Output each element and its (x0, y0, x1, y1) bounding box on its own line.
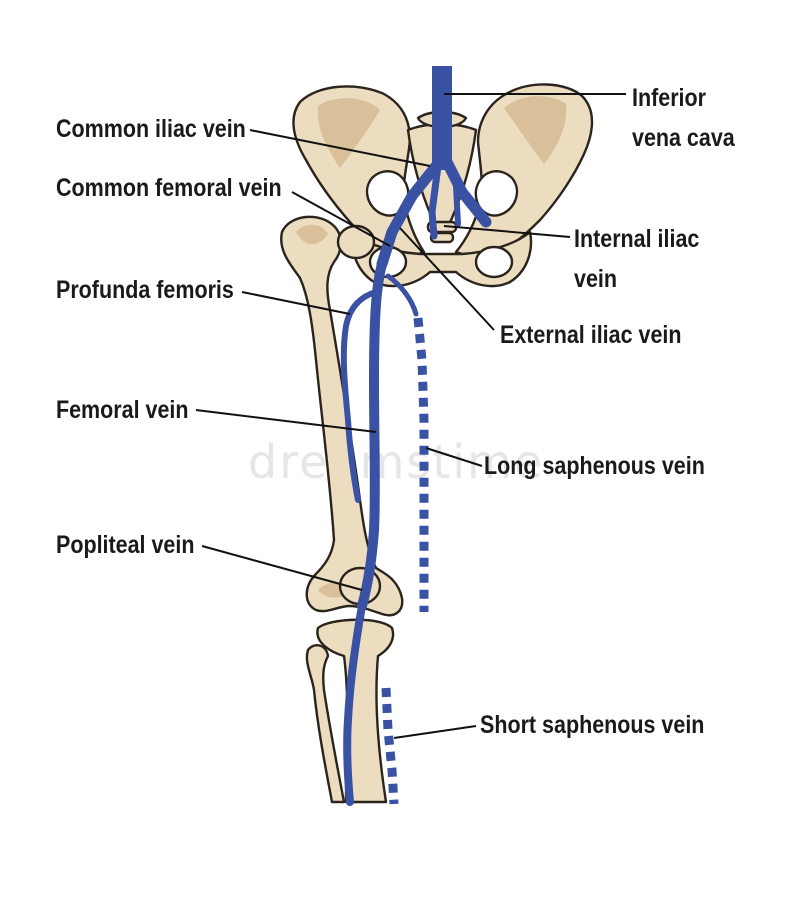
leader-internal-iliac-vein (443, 225, 571, 238)
labels: Inferior vena cava Common iliac vein Com… (56, 83, 736, 738)
label-common-femoral-vein: Common femoral vein (56, 173, 282, 201)
leader-popliteal-vein (201, 545, 363, 591)
label-profunda-femoris: Profunda femoris (56, 275, 234, 303)
label-internal-iliac-vein-line2: vein (574, 264, 617, 292)
label-inferior-vena-cava-line1: Inferior (632, 83, 706, 111)
label-inferior-vena-cava-line2: vena cava (632, 123, 736, 151)
lower-leg-bones (305, 618, 395, 804)
femur (280, 215, 404, 617)
leader-long-saphenous-vein (425, 447, 483, 467)
inferior-vena-cava-vessel (432, 66, 452, 170)
leader-lines (195, 93, 626, 739)
label-external-iliac-vein: External iliac vein (500, 320, 682, 348)
label-common-iliac-vein: Common iliac vein (56, 114, 246, 142)
leader-short-saphenous-vein (393, 725, 477, 739)
label-short-saphenous-vein: Short saphenous vein (480, 710, 704, 738)
veins (340, 66, 492, 806)
leader-external-iliac-vein (399, 227, 495, 331)
label-popliteal-vein: Popliteal vein (56, 530, 194, 558)
leader-femoral-vein (195, 409, 377, 433)
leader-common-femoral-vein (291, 191, 391, 247)
label-internal-iliac-vein-line1: Internal iliac (574, 224, 699, 252)
label-femoral-vein: Femoral vein (56, 395, 189, 423)
watermark: dreamstime (248, 435, 544, 489)
leader-common-iliac-vein (249, 129, 431, 167)
leader-profunda-femoris (241, 291, 351, 315)
label-long-saphenous-vein: Long saphenous vein (484, 451, 705, 479)
